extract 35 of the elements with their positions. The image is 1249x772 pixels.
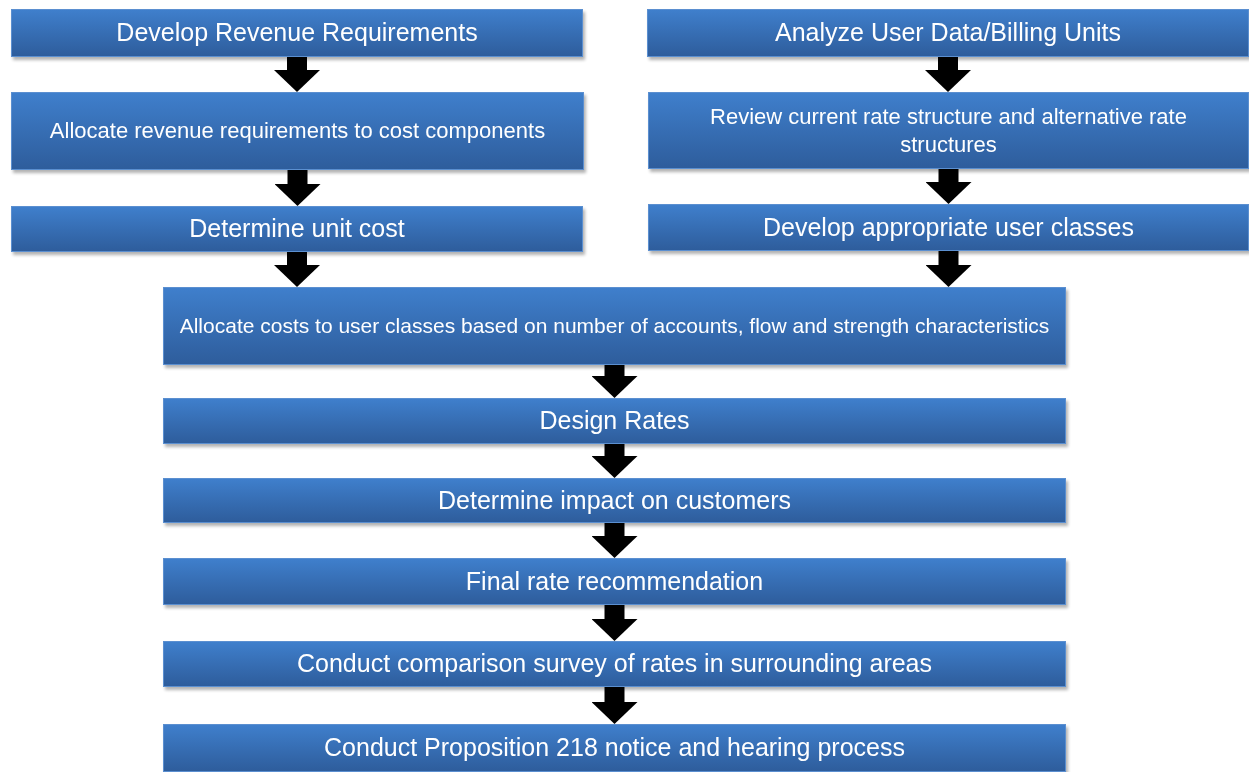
step-text: Analyze User Data/Billing Units	[775, 17, 1121, 49]
step-text: Determine unit cost	[189, 213, 405, 245]
block-arrow	[925, 169, 972, 204]
process-box	[163, 478, 1066, 523]
step-text: Conduct comparison survey of rates in surrounding areas	[296, 648, 932, 680]
block-arrow	[591, 523, 638, 558]
block-arrow	[591, 687, 638, 724]
process-box	[163, 398, 1066, 444]
step-text: Design Rates	[539, 405, 690, 437]
process-box	[11, 206, 583, 252]
block-arrow	[274, 170, 321, 206]
process-box	[163, 287, 1066, 365]
process-box	[648, 204, 1249, 251]
process-box	[163, 724, 1066, 772]
step-text: Develop Revenue Requirements	[116, 17, 478, 49]
step-text: Develop appropriate user classes	[762, 211, 1134, 243]
process-box	[163, 558, 1066, 605]
block-arrow	[925, 57, 971, 92]
step-text: Determine impact on customers	[438, 484, 791, 516]
block-arrow	[274, 57, 320, 92]
block-arrow	[591, 365, 638, 398]
block-arrow	[591, 444, 638, 478]
step-text: Allocate costs to user classes based on number of accounts, flow and strength characteristics	[179, 312, 1050, 339]
process-box	[11, 92, 584, 170]
block-arrow	[591, 605, 638, 641]
step-text: Review current rate structure and alternative rate structures	[709, 103, 1188, 158]
step-text: Allocate revenue requirements to cost components	[49, 117, 546, 145]
step-text: Final rate recommendation	[465, 565, 764, 597]
process-box	[11, 9, 583, 57]
process-box	[647, 9, 1249, 57]
block-arrow	[274, 252, 320, 287]
step-text: Conduct Proposition 218 notice and hearing process	[324, 732, 905, 764]
process-box	[648, 92, 1249, 169]
process-box	[163, 641, 1066, 687]
block-arrow	[925, 251, 972, 287]
